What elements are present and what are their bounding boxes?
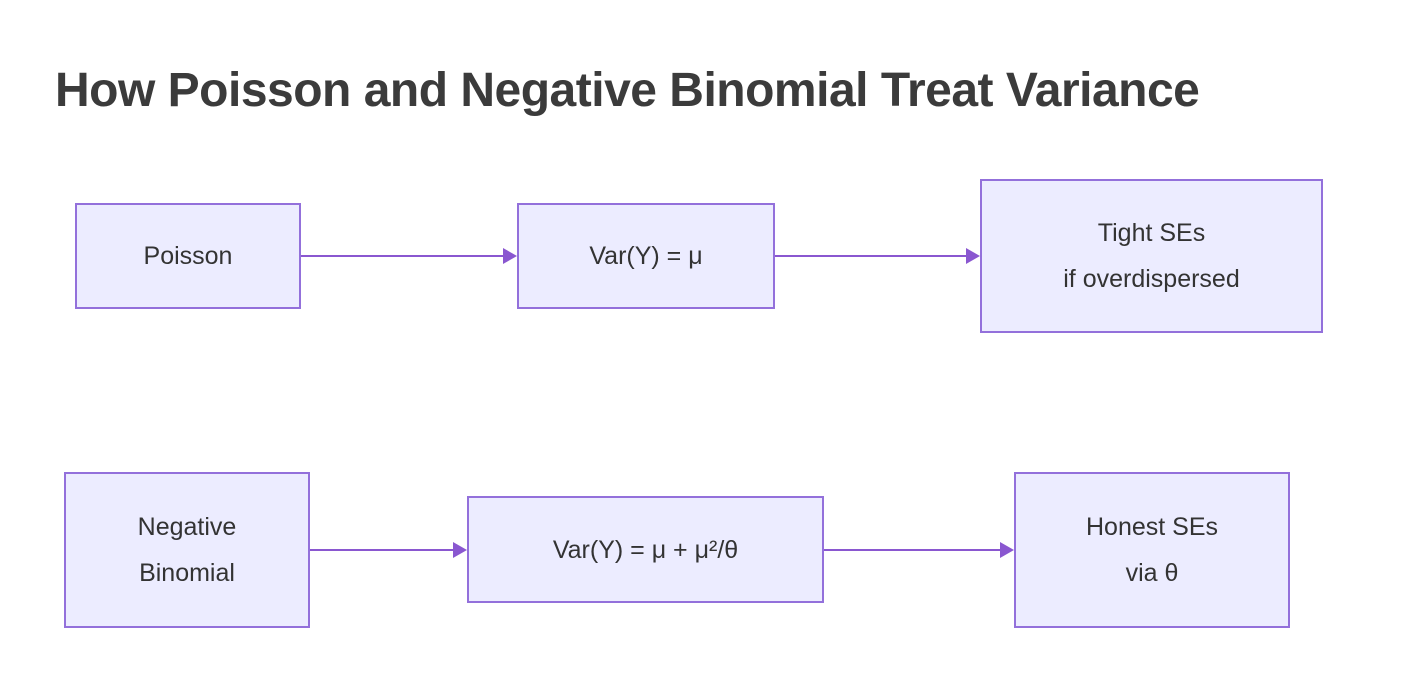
arrow-line — [301, 255, 506, 257]
arrow-line — [775, 255, 969, 257]
node-tight-ses-line2: if overdispersed — [1063, 265, 1240, 293]
arrow-head-icon — [966, 248, 980, 264]
arrow-head-icon — [1000, 542, 1014, 558]
arrow-head-icon — [453, 542, 467, 558]
arrow-variance-to-honest-ses — [824, 542, 1014, 558]
node-poisson: Poisson — [75, 203, 301, 309]
arrow-head-icon — [503, 248, 517, 264]
arrow-line — [824, 549, 1003, 551]
node-honest-ses: Honest SEs via θ — [1014, 472, 1290, 628]
node-negative-binomial: Negative Binomial — [64, 472, 310, 628]
arrow-line — [310, 549, 456, 551]
arrow-poisson-to-variance — [301, 248, 517, 264]
node-honest-ses-line1: Honest SEs — [1085, 513, 1218, 541]
arrow-negbin-to-variance — [310, 542, 467, 558]
node-negbin-variance: Var(Y) = μ + μ²/θ — [467, 496, 824, 603]
node-negbin-variance-formula: Var(Y) = μ + μ²/θ — [552, 535, 739, 564]
node-negative-binomial-line2: Binomial — [139, 559, 235, 587]
node-poisson-variance: Var(Y) = μ — [517, 203, 775, 309]
node-honest-ses-line2: via θ — [1125, 559, 1179, 587]
node-poisson-label: Poisson — [143, 242, 233, 270]
node-negative-binomial-line1: Negative — [137, 513, 237, 541]
node-poisson-variance-formula: Var(Y) = μ — [589, 242, 703, 270]
page-title: How Poisson and Negative Binomial Treat … — [55, 64, 1200, 117]
node-tight-ses-line1: Tight SEs — [1097, 219, 1206, 247]
arrow-variance-to-tight-ses — [775, 248, 980, 264]
node-tight-ses: Tight SEs if overdispersed — [980, 179, 1323, 333]
